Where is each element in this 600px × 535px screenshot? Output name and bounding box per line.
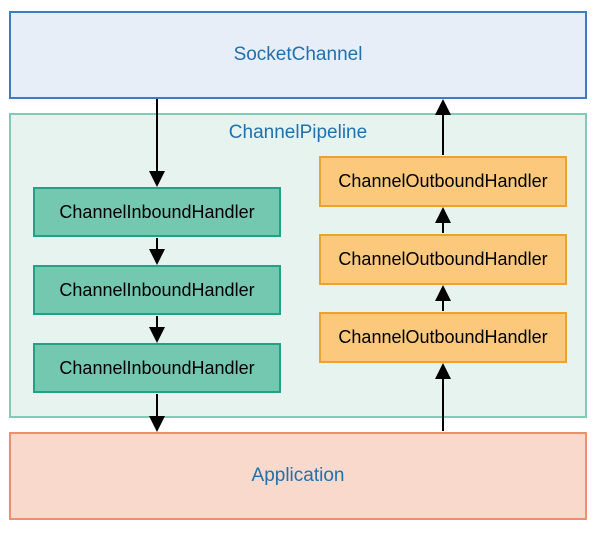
outbound-handler-box-3: ChannelOutboundHandler [319, 312, 567, 363]
inbound-handler-box-3: ChannelInboundHandler [33, 343, 281, 393]
inbound-handler-box-1: ChannelInboundHandler [33, 187, 281, 237]
channel-pipeline-label: ChannelPipeline [228, 122, 368, 143]
outbound-handler-box-1: ChannelOutboundHandler [319, 156, 567, 207]
socket-channel-box: SocketChannel [9, 11, 587, 99]
application-box: Application [9, 432, 587, 520]
outbound-handler-box-2: ChannelOutboundHandler [319, 234, 567, 285]
inbound-handler-box-2: ChannelInboundHandler [33, 265, 281, 315]
